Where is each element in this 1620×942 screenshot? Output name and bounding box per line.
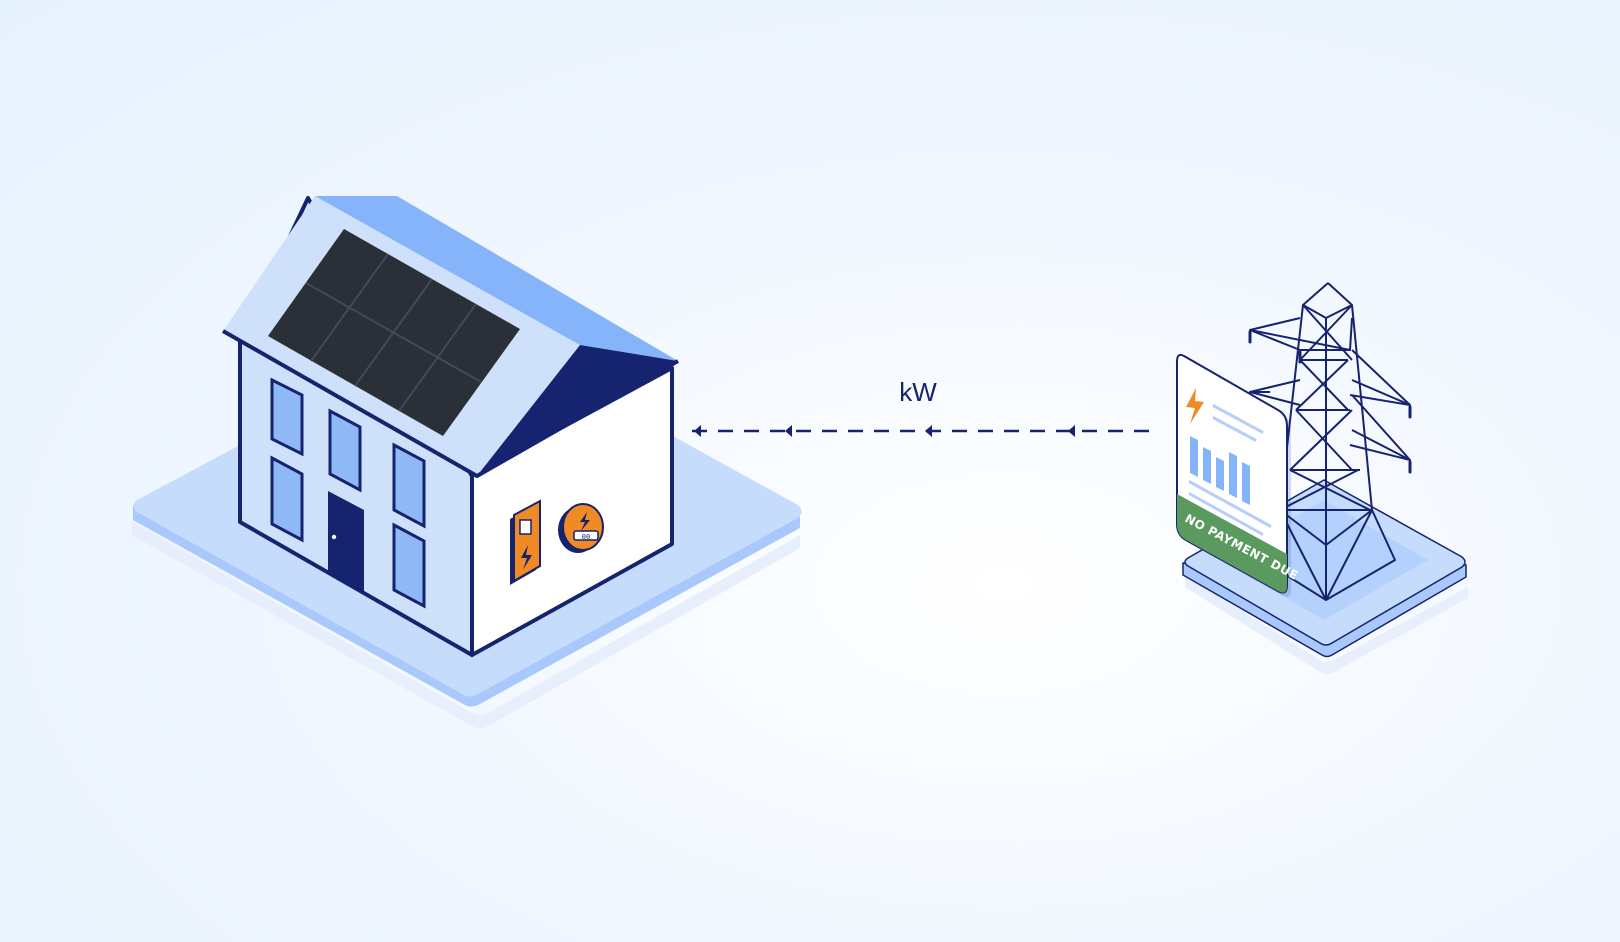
solar-panel-grid [305,253,482,412]
house-roof-slope [315,196,678,361]
lightning-icon [521,545,532,570]
bill-chart-icon [1190,436,1250,505]
house-roof-gable [477,345,678,476]
bill-text-lines [1188,404,1272,536]
flow-arrowhead [925,425,932,437]
grid-platform-shadow [1185,575,1468,674]
energy-flow: kW [692,377,1158,437]
grid-group: NO PAYMENT DUE [1176,282,1468,674]
door-knob [331,534,337,540]
flow-label: kW [899,377,937,407]
house-windows [270,377,426,609]
flow-arrowhead [694,425,701,437]
window [270,377,304,457]
lightning-icon [580,512,590,531]
battery-display [519,519,532,535]
window [328,408,362,493]
house-group: 00 [132,196,802,728]
transmission-tower [1249,282,1411,601]
bill-status-band [1177,494,1287,593]
lightning-icon [1186,388,1204,424]
home-battery [510,499,541,585]
window [392,442,426,529]
flow-arrowhead [785,425,792,437]
flow-arrowhead [1068,425,1075,437]
smart-meter: 00 [558,503,604,553]
window [392,522,426,609]
electricity-bill: NO PAYMENT DUE [1176,353,1301,597]
meter-readout: 00 [582,533,590,541]
window [270,455,304,543]
solar-panel-array [268,229,520,436]
house-roof-edge [222,329,679,478]
house-door [328,491,364,592]
